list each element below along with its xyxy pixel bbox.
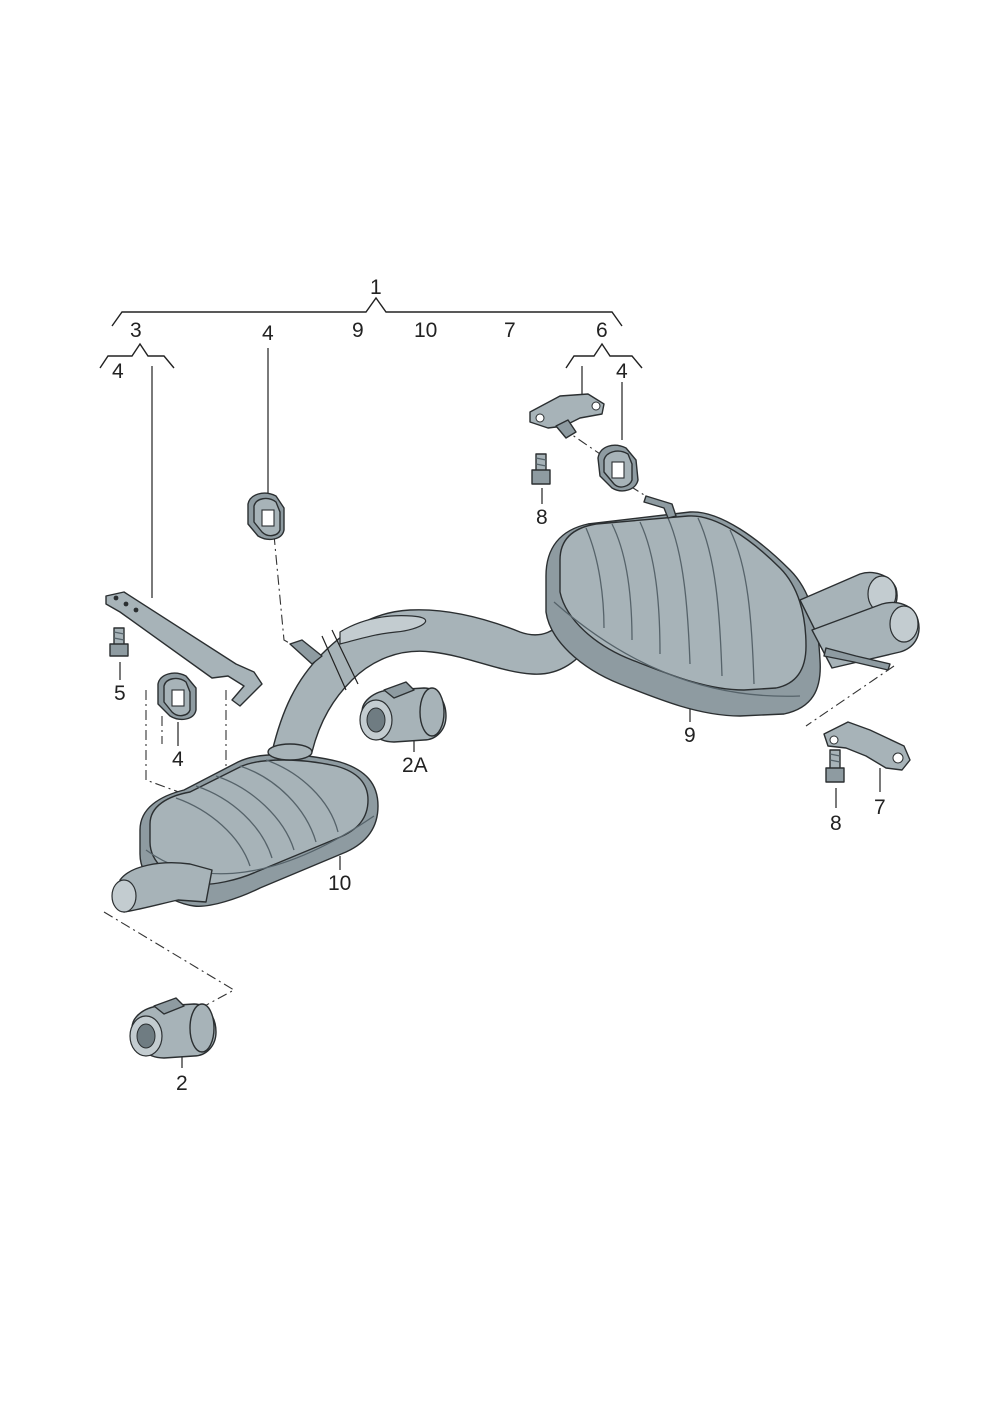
bracket-7-hole-b (892, 752, 904, 764)
bracket-6-pin (555, 419, 577, 439)
pipe-highlight (339, 615, 427, 645)
rear-rib-4 (667, 517, 691, 665)
rear-rib-3 (639, 521, 661, 655)
pipe-hanger-rod (289, 639, 323, 665)
bolt-8-upper (531, 453, 551, 485)
brace-part-3 (99, 342, 175, 369)
label-7: 7 (874, 796, 886, 819)
front-muffler (111, 743, 379, 913)
bracket-6-plate (529, 393, 605, 429)
front-muffler-collar (267, 743, 313, 761)
front-rib-5 (265, 759, 339, 833)
clamp-2 (129, 997, 217, 1059)
bolt-5 (109, 627, 129, 657)
rubber-hanger-upper-right (597, 444, 639, 492)
callout-labels: 1 9 10 7 3 4 4 6 4 8 5 4 2A 9 8 7 10 2 (112, 276, 886, 1095)
tailpipe-lower-end (889, 605, 919, 643)
label-4-b: 4 (262, 322, 274, 345)
label-4-a: 4 (112, 360, 124, 383)
rubber-hanger-lower-left (157, 672, 197, 721)
bracket-3-hole-a (113, 595, 119, 601)
bracket-6-hole-b (535, 413, 545, 423)
rear-hanger-rod-side (823, 647, 891, 671)
rear-rib-6 (729, 529, 755, 685)
bolt-8-lower (825, 749, 845, 783)
bracket-6-hole-a (591, 401, 601, 411)
rubber-hanger-upper-left (247, 492, 285, 541)
bracket-3 (105, 591, 263, 707)
label-2A: 2A (402, 754, 428, 777)
label-10: 10 (328, 872, 351, 895)
rear-rib-1 (585, 527, 605, 629)
bracket-6 (529, 393, 605, 439)
front-rib-1 (175, 797, 251, 867)
bracket-3-hole-c (133, 607, 139, 613)
clamp-2A (359, 681, 447, 743)
brace-part-6 (565, 342, 643, 369)
front-rib-3 (215, 775, 295, 851)
exhaust-pipe (271, 609, 593, 753)
label-7-top: 7 (504, 319, 516, 342)
label-10-top: 10 (414, 319, 437, 342)
front-rib-2 (195, 785, 273, 859)
rear-muffler-top (559, 515, 807, 691)
brace-assembly-1 (111, 296, 623, 327)
rear-hanger-rod-top (643, 495, 677, 519)
pipe-cut-mark-a (321, 635, 347, 691)
label-6: 6 (596, 319, 608, 342)
label-9-top: 9 (352, 319, 364, 342)
label-9: 9 (684, 724, 696, 747)
label-4-c: 4 (616, 360, 628, 383)
dash-hanger-left-to-pipe (273, 534, 299, 649)
label-8-b: 8 (830, 812, 842, 835)
label-5: 5 (114, 682, 126, 705)
label-4-d: 4 (172, 748, 184, 771)
label-8-a: 8 (536, 506, 548, 529)
assembly-dash-lines (103, 427, 895, 1041)
front-muffler-inlet-end (111, 879, 137, 913)
bracket-7 (823, 721, 911, 771)
rear-muffler (545, 495, 920, 717)
rear-rib-2 (611, 523, 633, 641)
label-1: 1 (370, 276, 382, 299)
dash-rear-to-bracket7 (805, 665, 895, 727)
front-muffler-inlet (119, 862, 213, 913)
pipe-cut-mark-b (331, 629, 359, 685)
bracket-3-arm (105, 591, 263, 707)
bracket-3-hole-b (123, 601, 129, 607)
bracket-7-plate (823, 721, 911, 771)
front-rib-4 (239, 765, 317, 843)
label-2: 2 (176, 1072, 188, 1095)
rear-seam (553, 601, 801, 697)
label-3: 3 (130, 319, 142, 342)
bracket-7-hole-a (829, 735, 839, 745)
rear-rib-5 (697, 517, 723, 677)
